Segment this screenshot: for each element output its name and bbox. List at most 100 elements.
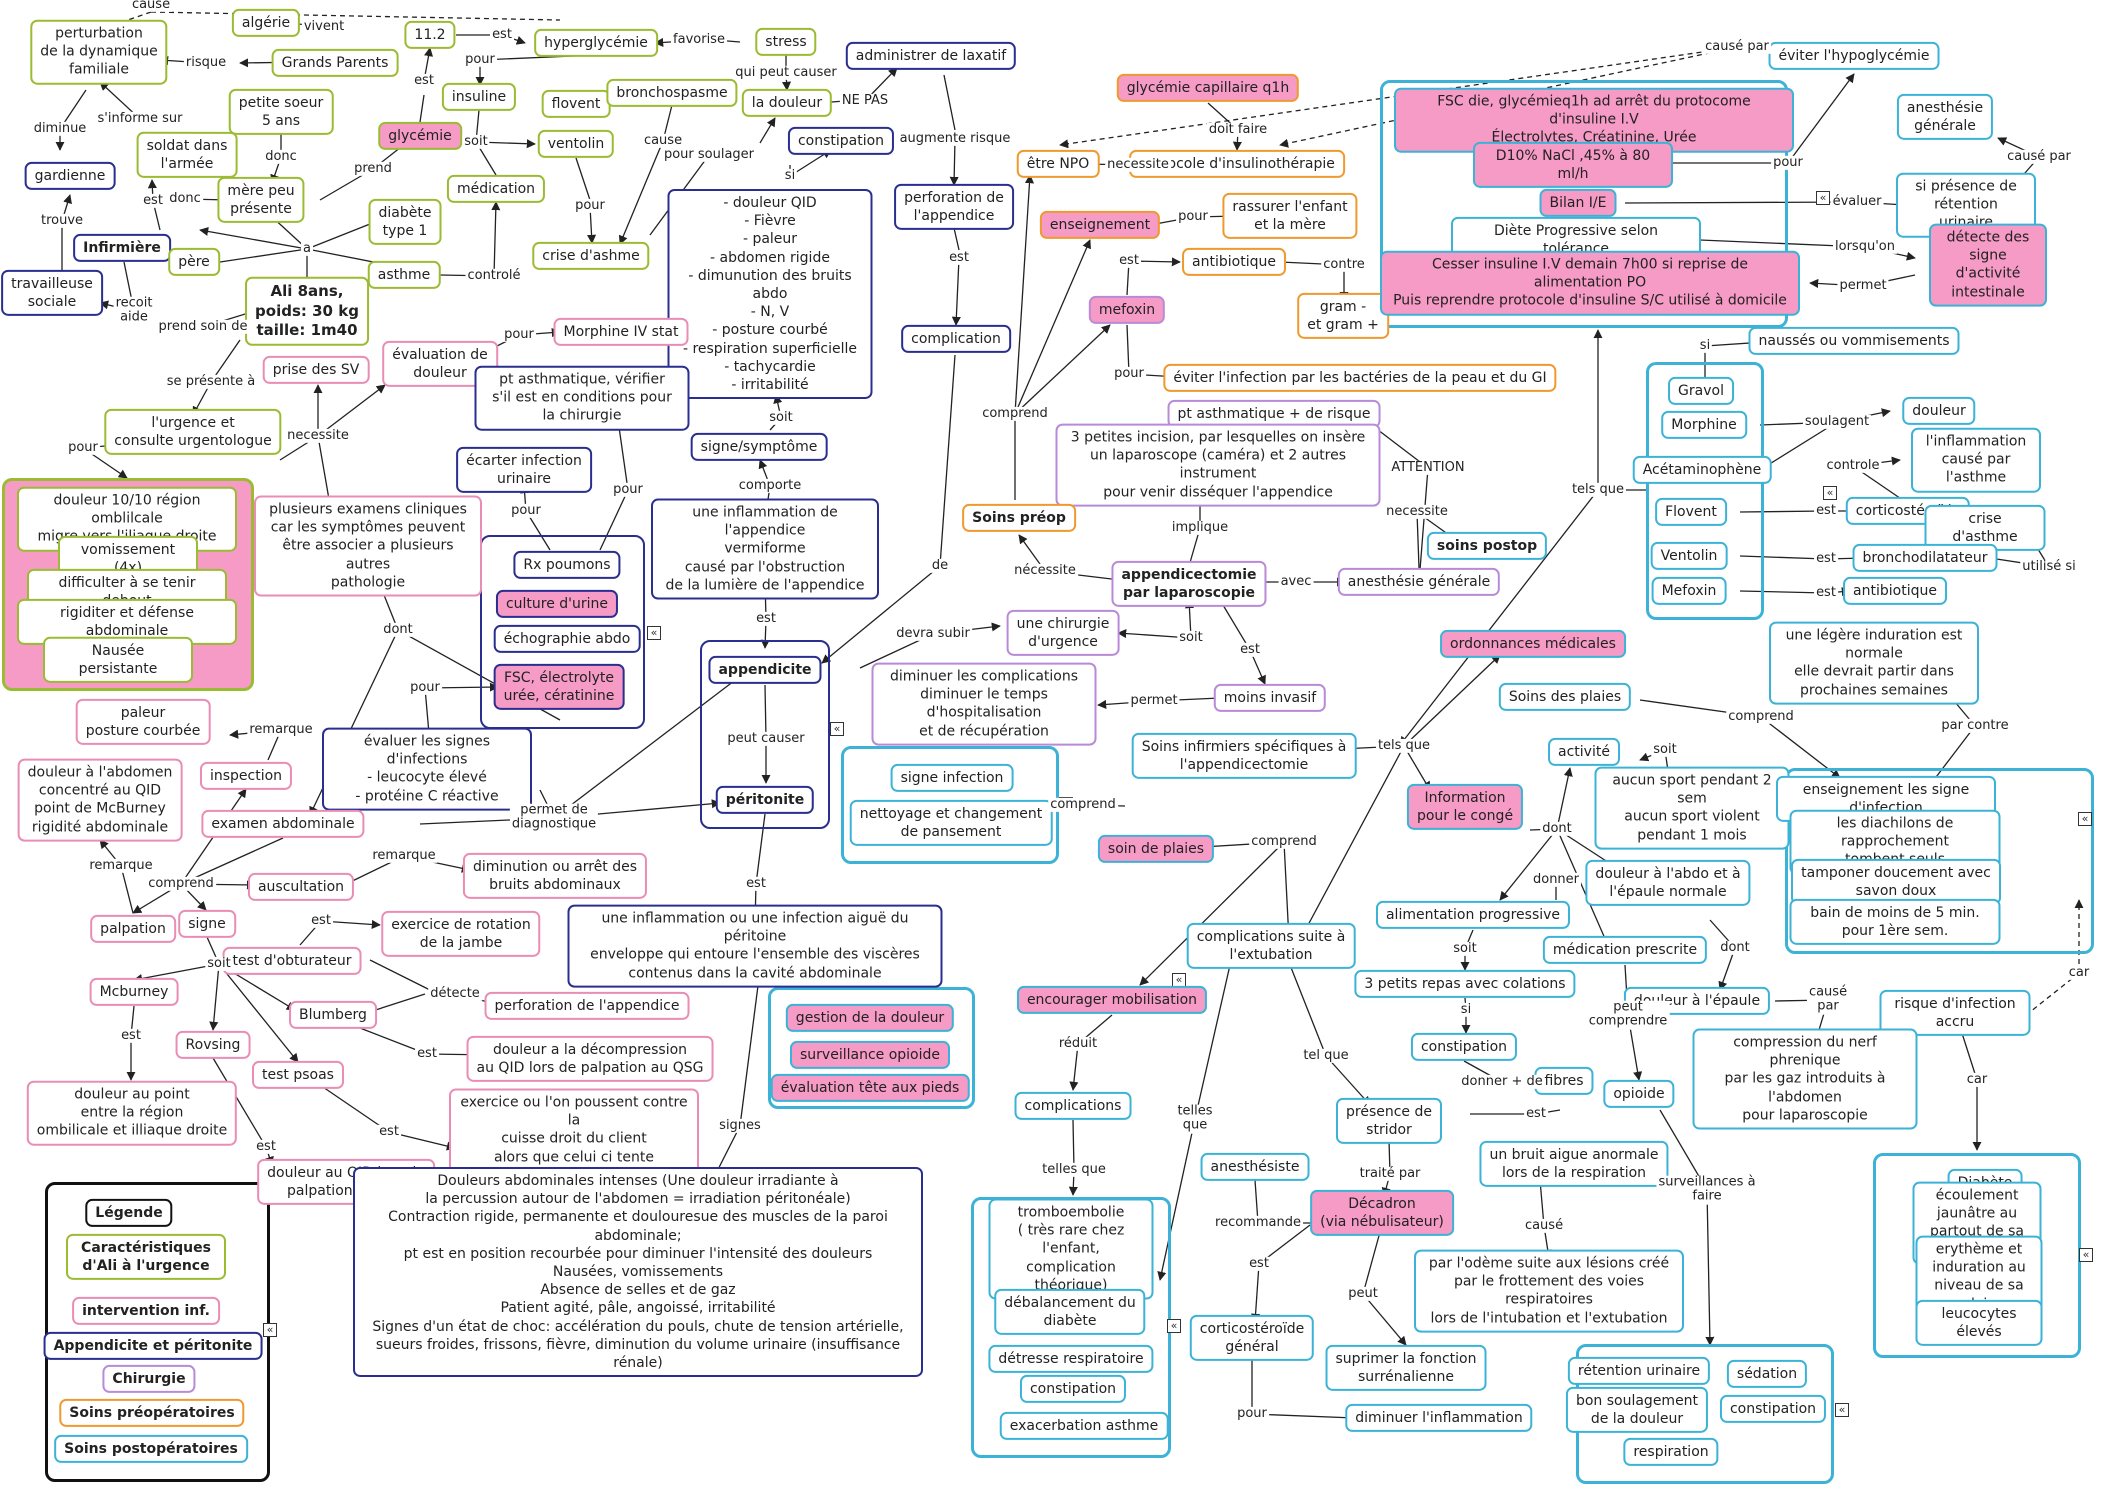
node-adminlax[interactable]: administrer de laxatif — [845, 41, 1017, 71]
node-bilan[interactable]: Bilan I/E — [1539, 188, 1617, 218]
legend-title[interactable]: Légende — [85, 1198, 173, 1228]
node-rx[interactable]: Rx poumons — [513, 550, 621, 580]
node-broncho[interactable]: bronchospasme — [606, 78, 738, 108]
node-pere[interactable]: père — [168, 247, 220, 277]
node-mcburney[interactable]: Mcburney — [89, 977, 179, 1007]
node-diabete1[interactable]: diabète type 1 — [368, 198, 442, 246]
node-compression[interactable]: compression du nerf phrenique par les ga… — [1692, 1028, 1918, 1130]
node-perfo2[interactable]: perforation de l'appendice — [484, 991, 690, 1021]
node-ventolin2[interactable]: Ventolin — [1650, 541, 1728, 571]
node-ordonnances[interactable]: ordonnances médicales — [1440, 629, 1626, 659]
node-medic-presc[interactable]: médication prescrite — [1542, 935, 1708, 965]
node-soin-plaies2[interactable]: soin de plaies — [1097, 834, 1215, 864]
group-collapse-icon[interactable]: « — [1172, 973, 1186, 987]
node-glycemie[interactable]: glycémie — [378, 121, 462, 151]
node-algerie[interactable]: algérie — [231, 8, 301, 38]
node-glyc-cap[interactable]: glycémie capillaire q1h — [1116, 73, 1300, 103]
node-doul-decomp[interactable]: douleur a la décompression au QID lors d… — [466, 1035, 714, 1083]
group-collapse-icon[interactable]: « — [1835, 1403, 1849, 1417]
node-insuline[interactable]: insuline — [441, 82, 517, 112]
legend-item-pre[interactable]: Soins préopératoires — [59, 1398, 245, 1428]
node-appendicite[interactable]: appendicite — [708, 655, 822, 685]
node-doul-abdo-epaule[interactable]: douleur à l'abdo et à l'épaule normale — [1585, 859, 1751, 907]
node-append-lapa[interactable]: appendicectomie par laparoscopie — [1111, 560, 1267, 608]
node-eviter-inf[interactable]: éviter l'infection par les bactéries de … — [1163, 363, 1557, 393]
node-doul-point[interactable]: douleur au point entre la région ombilic… — [26, 1080, 238, 1146]
node-eval-tete[interactable]: évaluation tête aux pieds — [770, 1073, 970, 1103]
node-d10[interactable]: D10% NaCl ,45% à 80 ml/h — [1473, 141, 1673, 189]
node-ventolin[interactable]: ventolin — [537, 129, 615, 159]
node-douleur-abd[interactable]: douleur à l'abdomen concentré au QID poi… — [17, 758, 183, 842]
node-gestion-doul[interactable]: gestion de la douleur — [785, 1003, 955, 1033]
node-flovent[interactable]: flovent — [541, 89, 611, 119]
node-ex-rot[interactable]: exercice de rotation de la jambe — [381, 910, 541, 958]
node-antibio2[interactable]: antibiotique — [1843, 576, 1947, 606]
node-trombo[interactable]: tromboembolie ( très rare chez l'enfant,… — [988, 1198, 1154, 1300]
legend-item-post[interactable]: Soins postopératoires — [54, 1434, 248, 1464]
node-odeme[interactable]: par l'odème suite aux lésions créé par l… — [1414, 1249, 1684, 1333]
node-retention-u[interactable]: rétention urinaire — [1567, 1356, 1711, 1386]
node-debal[interactable]: débalancement du diabète — [994, 1288, 1146, 1336]
node-exam-abd[interactable]: examen abdominale — [201, 809, 365, 839]
node-qid-list[interactable]: - douleur QID - Fièvre - paleur - abdome… — [667, 188, 873, 400]
node-constipation2[interactable]: constipation — [1410, 1032, 1518, 1062]
node-encourager[interactable]: encourager mobilisation — [1016, 985, 1208, 1015]
node-compl-extub[interactable]: complications suite à l'extubation — [1186, 922, 1356, 970]
node-anesth[interactable]: anesthésie générale — [1337, 567, 1501, 597]
legend-item-ali[interactable]: Caractéristiques d'Ali à l'urgence — [66, 1233, 226, 1281]
node-inflammation-app[interactable]: une inflammation de l'appendice vermifor… — [651, 498, 879, 600]
group-collapse-icon[interactable]: « — [2078, 812, 2092, 826]
node-cortico-gen[interactable]: corticostéroïde général — [1189, 1314, 1315, 1362]
node-soins-postop[interactable]: soins postop — [1426, 531, 1548, 561]
node-inflam-asth[interactable]: l'inflammation causé par l'asthme — [1911, 427, 2041, 493]
node-auscult[interactable]: auscultation — [247, 872, 355, 902]
node-test-obt[interactable]: test d'obturateur — [222, 946, 362, 976]
node-fsc[interactable]: FSC, électrolyte urée, cératinine — [493, 663, 625, 711]
group-collapse-icon[interactable]: « — [2079, 1248, 2093, 1262]
node-signe-inf[interactable]: signe infection — [890, 763, 1014, 793]
node-suprimer[interactable]: suprimer la fonction surrénalienne — [1325, 1344, 1487, 1392]
node-petits-repas[interactable]: 3 petits repas avec colations — [1354, 969, 1576, 999]
node-flovent2[interactable]: Flovent — [1655, 497, 1727, 527]
node-mefoxin2[interactable]: Mefoxin — [1651, 576, 1727, 606]
node-anesth-gen[interactable]: anesthésie générale — [1896, 93, 1994, 141]
node-etre-npo[interactable]: être NPO — [1016, 149, 1100, 179]
node-prise-sv[interactable]: prise des SV — [262, 355, 370, 385]
node-constipation3[interactable]: constipation — [1019, 1374, 1127, 1404]
node-detresse[interactable]: détresse respiratoire — [988, 1344, 1154, 1374]
node-test-psoas[interactable]: test psoas — [252, 1060, 344, 1090]
node-urgence[interactable]: l'urgence et consulte urgentologue — [104, 408, 282, 456]
node-pert[interactable]: perturbation de la dynamique familiale — [30, 19, 168, 85]
legend-item-chi[interactable]: Chirurgie — [102, 1364, 196, 1394]
node-eval-doul[interactable]: évaluation de douleur — [382, 340, 498, 388]
node-rassurer[interactable]: rassurer l'enfant et la mère — [1222, 192, 1358, 240]
node-pt-asth-risque[interactable]: pt asthmatique + de risque — [1167, 399, 1381, 429]
node-info-conge[interactable]: Information pour le congé — [1406, 783, 1524, 831]
node-n112[interactable]: 11.2 — [404, 20, 456, 50]
node-dim-inflam[interactable]: diminuer l'inflammation — [1345, 1403, 1533, 1433]
node-detecte-signe[interactable]: détecte des signe d'activité intestinale — [1929, 223, 2047, 307]
node-anesthesiste[interactable]: anesthésiste — [1200, 1152, 1310, 1182]
node-morphine[interactable]: Morphine — [1661, 410, 1747, 440]
node-constip-top[interactable]: constipation — [787, 126, 895, 156]
node-gram[interactable]: gram - et gram + — [1297, 292, 1389, 340]
node-peritonite[interactable]: péritonite — [715, 785, 815, 815]
node-soins-inf-app[interactable]: Soins infirmiers spécifiques à l'appendi… — [1131, 732, 1357, 780]
node-exacerb[interactable]: exacerbation asthme — [999, 1411, 1169, 1441]
node-complication[interactable]: complication — [901, 324, 1011, 354]
node-bain[interactable]: bain de moins de 5 min. pour 1ère sem. — [1789, 898, 2001, 946]
node-inspection[interactable]: inspection — [199, 761, 293, 791]
node-dimin-bruits[interactable]: diminution ou arrêt des bruits abdominau… — [462, 852, 648, 900]
node-leucocytes[interactable]: leucocytes élevés — [1915, 1299, 2043, 1347]
group-collapse-icon[interactable]: « — [830, 722, 844, 736]
node-soins-preop[interactable]: Soins préop — [962, 503, 1076, 533]
node-tsoc[interactable]: travailleuse sociale — [1, 269, 103, 317]
node-douleur-r[interactable]: douleur — [1902, 396, 1976, 426]
group-collapse-icon[interactable]: « — [647, 626, 661, 640]
node-risque-inf[interactable]: risque d'infection accru — [1879, 989, 2031, 1037]
node-moins-inv[interactable]: moins invasif — [1213, 683, 1327, 713]
node-mefoxin[interactable]: mefoxin — [1088, 295, 1166, 325]
node-bruit-aigue[interactable]: un bruit aigue anormale lors de la respi… — [1479, 1140, 1669, 1188]
node-constipation4[interactable]: constipation — [1719, 1394, 1827, 1424]
group-collapse-icon[interactable]: « — [1816, 191, 1830, 205]
